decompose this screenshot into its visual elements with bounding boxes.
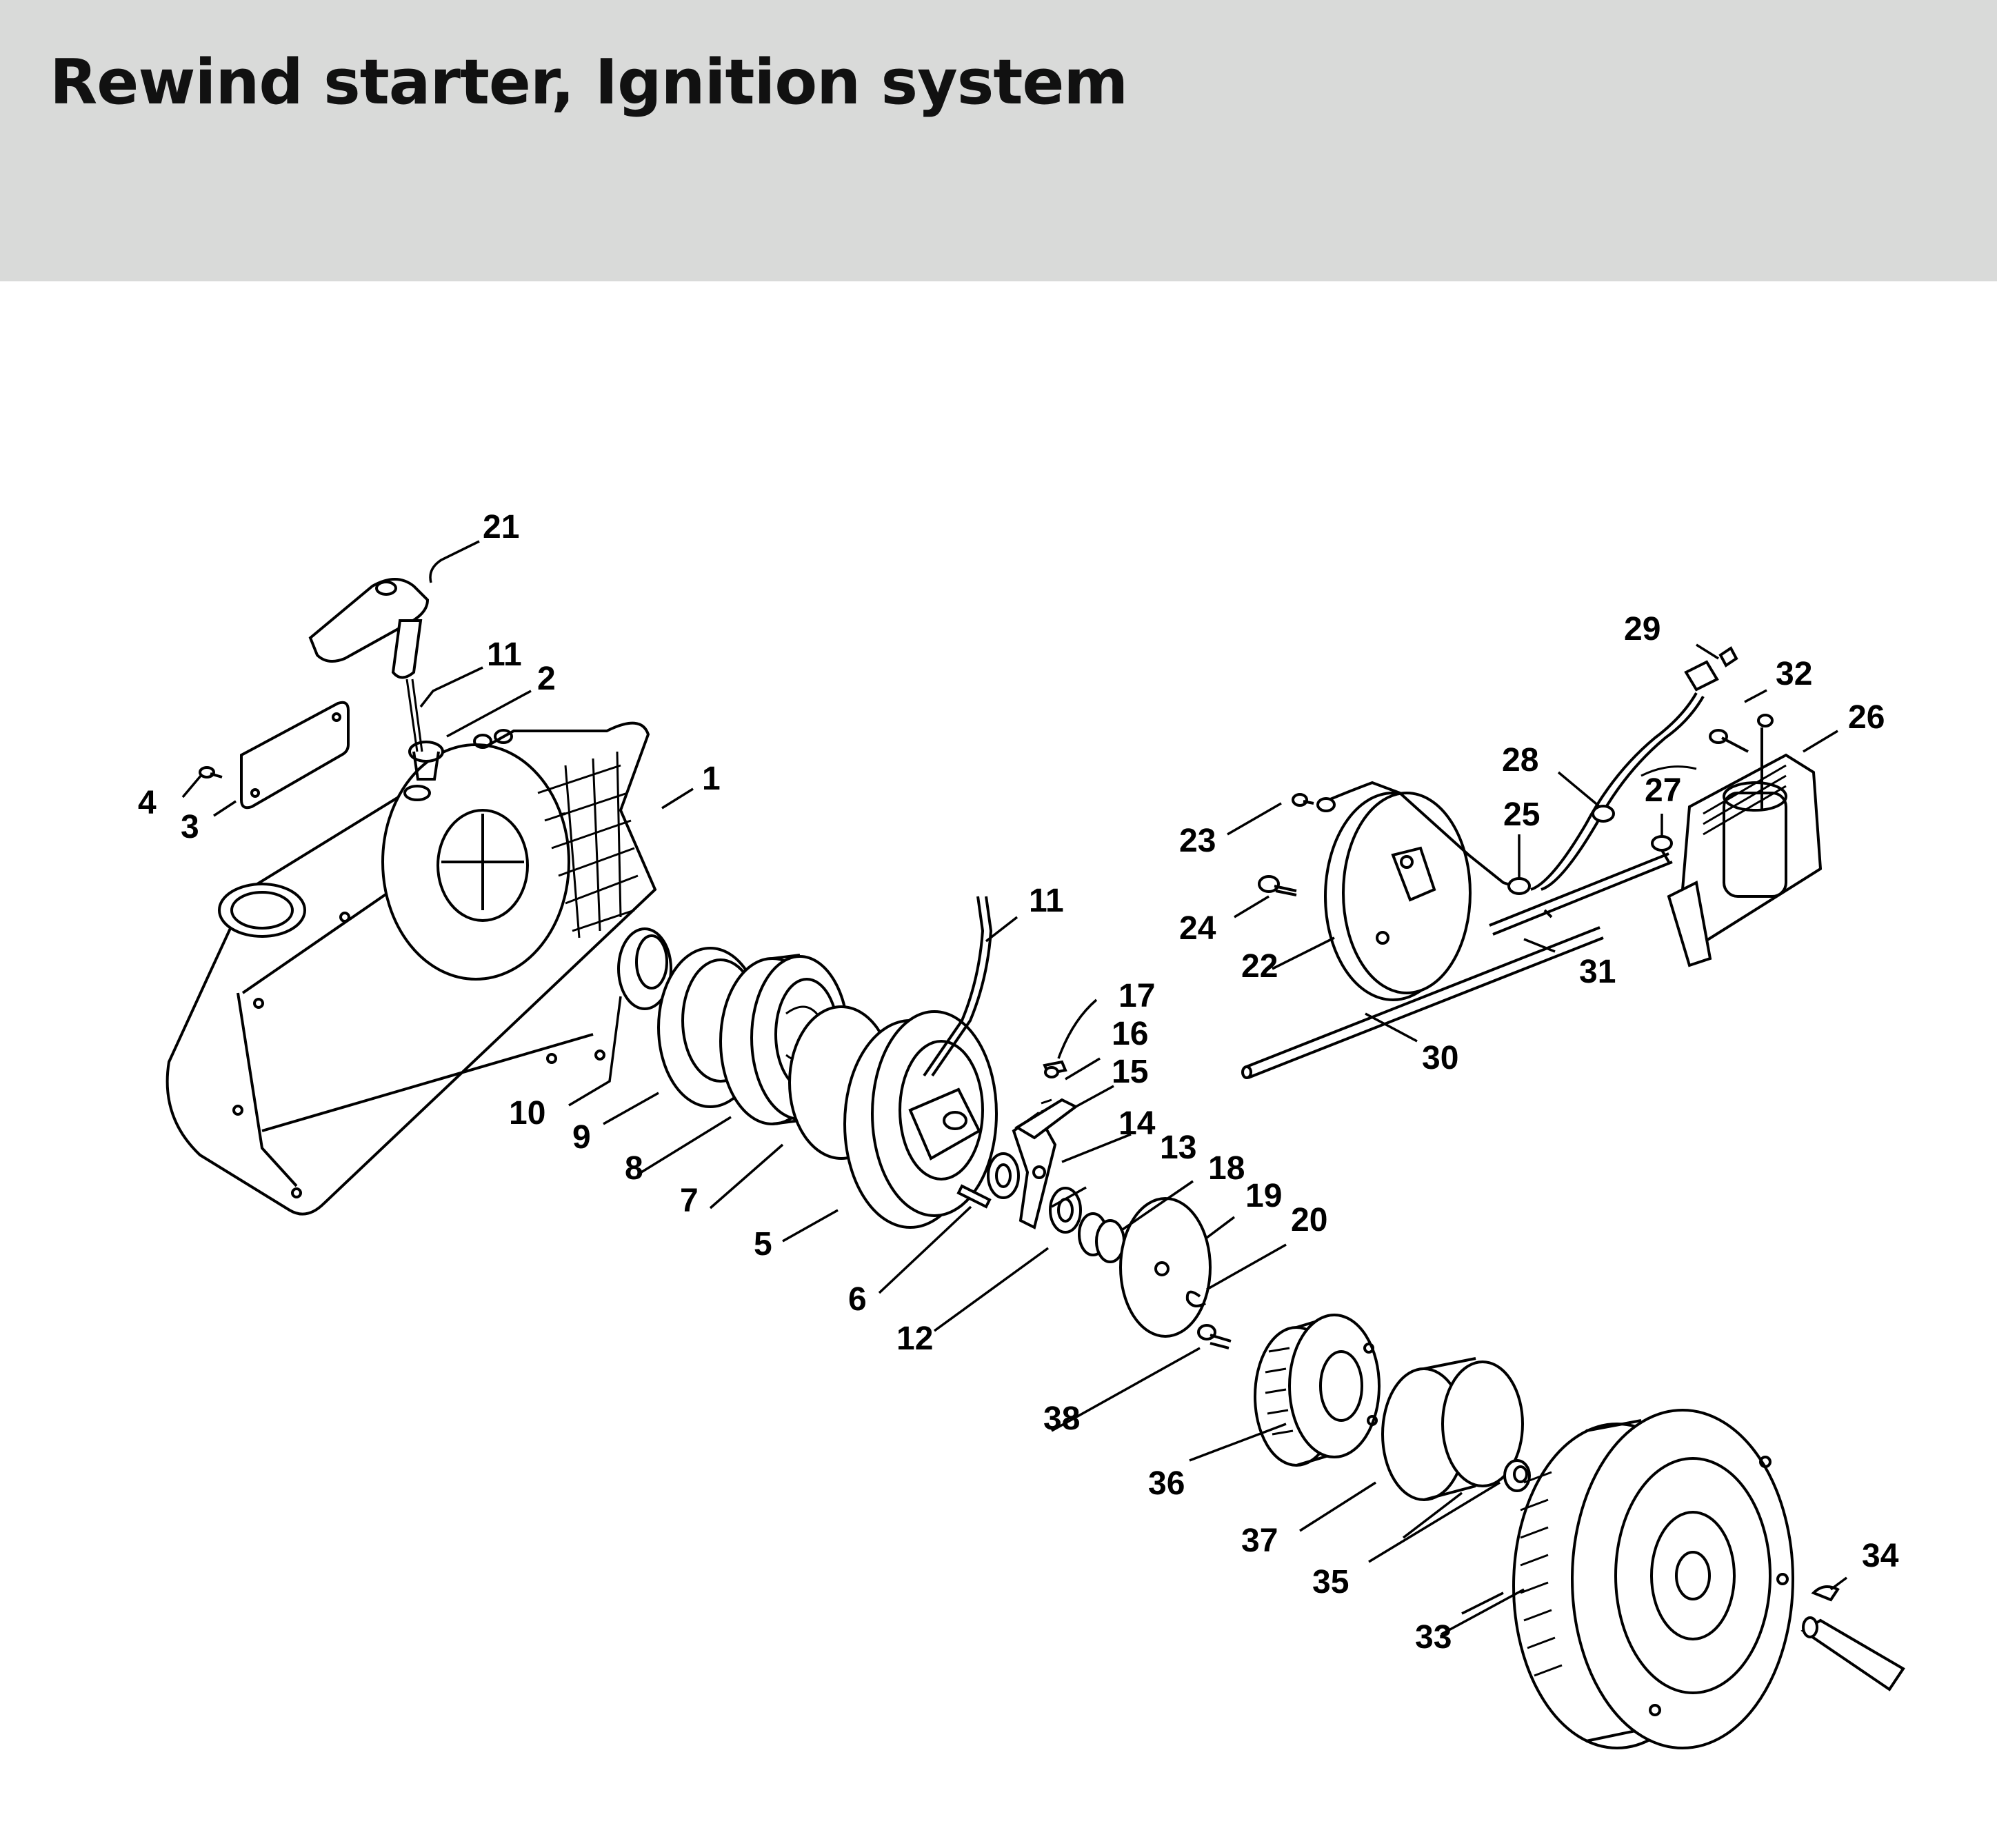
callout-30: 30 <box>1422 1040 1458 1076</box>
callout-28: 28 <box>1502 742 1538 779</box>
starter-grip-part-21 <box>308 578 430 752</box>
screw-part-32 <box>1709 729 1749 753</box>
callout-1: 1 <box>702 761 721 797</box>
callout-15: 15 <box>1112 1054 1148 1090</box>
crankshaft-stub <box>1800 1616 1905 1691</box>
ring-part-10 <box>617 927 672 1010</box>
starter-rope-part-11 <box>923 896 993 1077</box>
screw-part-24 <box>1258 875 1297 896</box>
ignition-cable-part-28 <box>1530 692 1705 891</box>
rope-guide-part-2 <box>403 741 444 801</box>
callout-24: 24 <box>1179 910 1216 947</box>
screw-part-38 <box>1197 1324 1232 1349</box>
callout-35: 35 <box>1312 1564 1349 1600</box>
terminal-part-29 <box>1684 646 1738 692</box>
cable-part-31 <box>1489 852 1673 936</box>
ignition-coil-part-26 <box>1640 714 1823 967</box>
callout-32: 32 <box>1776 656 1812 692</box>
disc-part-19 <box>1119 1197 1212 1338</box>
screw-part-4 <box>199 766 223 779</box>
callout-3: 3 <box>181 809 199 845</box>
rope-rotor-part-5 <box>843 1010 998 1229</box>
callout-38: 38 <box>1043 1400 1080 1437</box>
callout-33: 33 <box>1415 1619 1452 1656</box>
callout-21: 21 <box>483 509 519 545</box>
callout-2: 2 <box>537 661 556 697</box>
callout-37: 37 <box>1241 1523 1278 1559</box>
callout-11b: 11 <box>1029 883 1064 919</box>
callout-26: 26 <box>1848 699 1885 736</box>
callout-17: 17 <box>1118 978 1155 1014</box>
washer-part-12 <box>1049 1187 1082 1234</box>
woodruff-key-part-34 <box>1811 1585 1840 1602</box>
leader-lines <box>181 540 1848 1636</box>
callout-34: 34 <box>1862 1538 1899 1574</box>
fan-housing-part-1 <box>165 721 657 1216</box>
breaker-plate-part-22 <box>1324 792 1472 1001</box>
callout-6: 6 <box>848 1281 867 1318</box>
screw-part-23 <box>1292 793 1314 807</box>
callout-23: 23 <box>1179 823 1216 859</box>
screw-part-17 <box>1044 1066 1059 1078</box>
washer-part-18 <box>1078 1212 1125 1263</box>
callout-9: 9 <box>572 1119 591 1156</box>
callout-20: 20 <box>1291 1202 1327 1238</box>
callout-25: 25 <box>1503 796 1540 833</box>
flywheel-part-33 <box>1512 1409 1794 1749</box>
callout-5: 5 <box>754 1226 772 1263</box>
callout-labels: 1 2 3 4 5 6 7 8 9 10 11 11 12 13 14 15 1… <box>138 509 1899 1656</box>
page-title: Rewind starter, Ignition system <box>50 46 1128 119</box>
callout-10: 10 <box>509 1095 545 1132</box>
shorting-rod-part-30 <box>1241 926 1604 1079</box>
callout-36: 36 <box>1148 1465 1185 1502</box>
wire-lead-part-25 <box>1316 781 1531 895</box>
callout-13: 13 <box>1160 1129 1196 1166</box>
callout-18: 18 <box>1208 1150 1245 1187</box>
callout-7: 7 <box>680 1183 699 1219</box>
callout-4: 4 <box>138 785 157 821</box>
nut-part-35 <box>1503 1459 1531 1492</box>
callout-12: 12 <box>896 1320 933 1357</box>
pin-part-6 <box>956 1184 992 1209</box>
washer-part-13 <box>987 1152 1020 1199</box>
callout-8: 8 <box>625 1150 643 1187</box>
callout-19: 19 <box>1245 1178 1282 1214</box>
callout-16: 16 <box>1112 1016 1148 1052</box>
callout-22: 22 <box>1241 948 1278 985</box>
circlip-part-20 <box>1185 1290 1206 1307</box>
callout-29: 29 <box>1624 611 1660 647</box>
callout-14: 14 <box>1118 1105 1156 1142</box>
pawl-carrier-part-36 <box>1254 1314 1381 1467</box>
callout-31: 31 <box>1579 954 1616 990</box>
fan-ring-part-37 <box>1381 1357 1524 1501</box>
callout-11a: 11 <box>487 636 522 673</box>
nameplate-part-3 <box>240 701 350 810</box>
callout-27: 27 <box>1645 772 1681 809</box>
header-band: Rewind starter, Ignition system <box>0 0 1997 281</box>
